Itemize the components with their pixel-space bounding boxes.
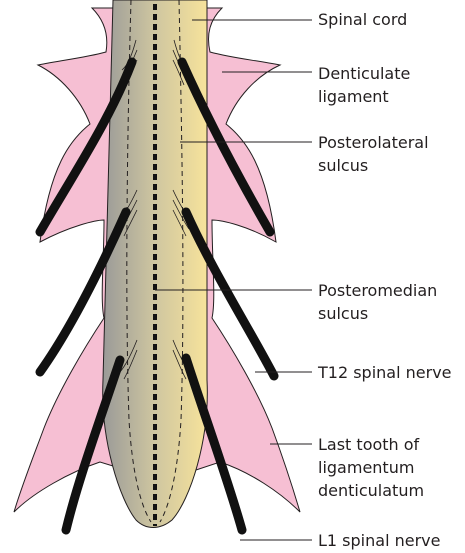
label-spinal-cord: Spinal cord bbox=[318, 8, 407, 31]
label-posteromedian-sulcus-line1: Posteromedian bbox=[318, 279, 437, 302]
label-last-tooth-line1: Last tooth of bbox=[318, 433, 419, 456]
label-denticulate-ligament-line2: ligament bbox=[318, 85, 389, 108]
label-posterolateral-sulcus-line2: sulcus bbox=[318, 154, 368, 177]
label-posterolateral-sulcus-line1: Posterolateral bbox=[318, 131, 429, 154]
label-last-tooth-line3: denticulatum bbox=[318, 479, 424, 502]
label-last-tooth-line2: ligamentum bbox=[318, 456, 414, 479]
label-denticulate-ligament-line1: Denticulate bbox=[318, 62, 410, 85]
label-posteromedian-sulcus-line2: sulcus bbox=[318, 302, 368, 325]
label-l1-spinal-nerve: L1 spinal nerve bbox=[318, 529, 440, 552]
label-t12-spinal-nerve: T12 spinal nerve bbox=[318, 361, 452, 384]
